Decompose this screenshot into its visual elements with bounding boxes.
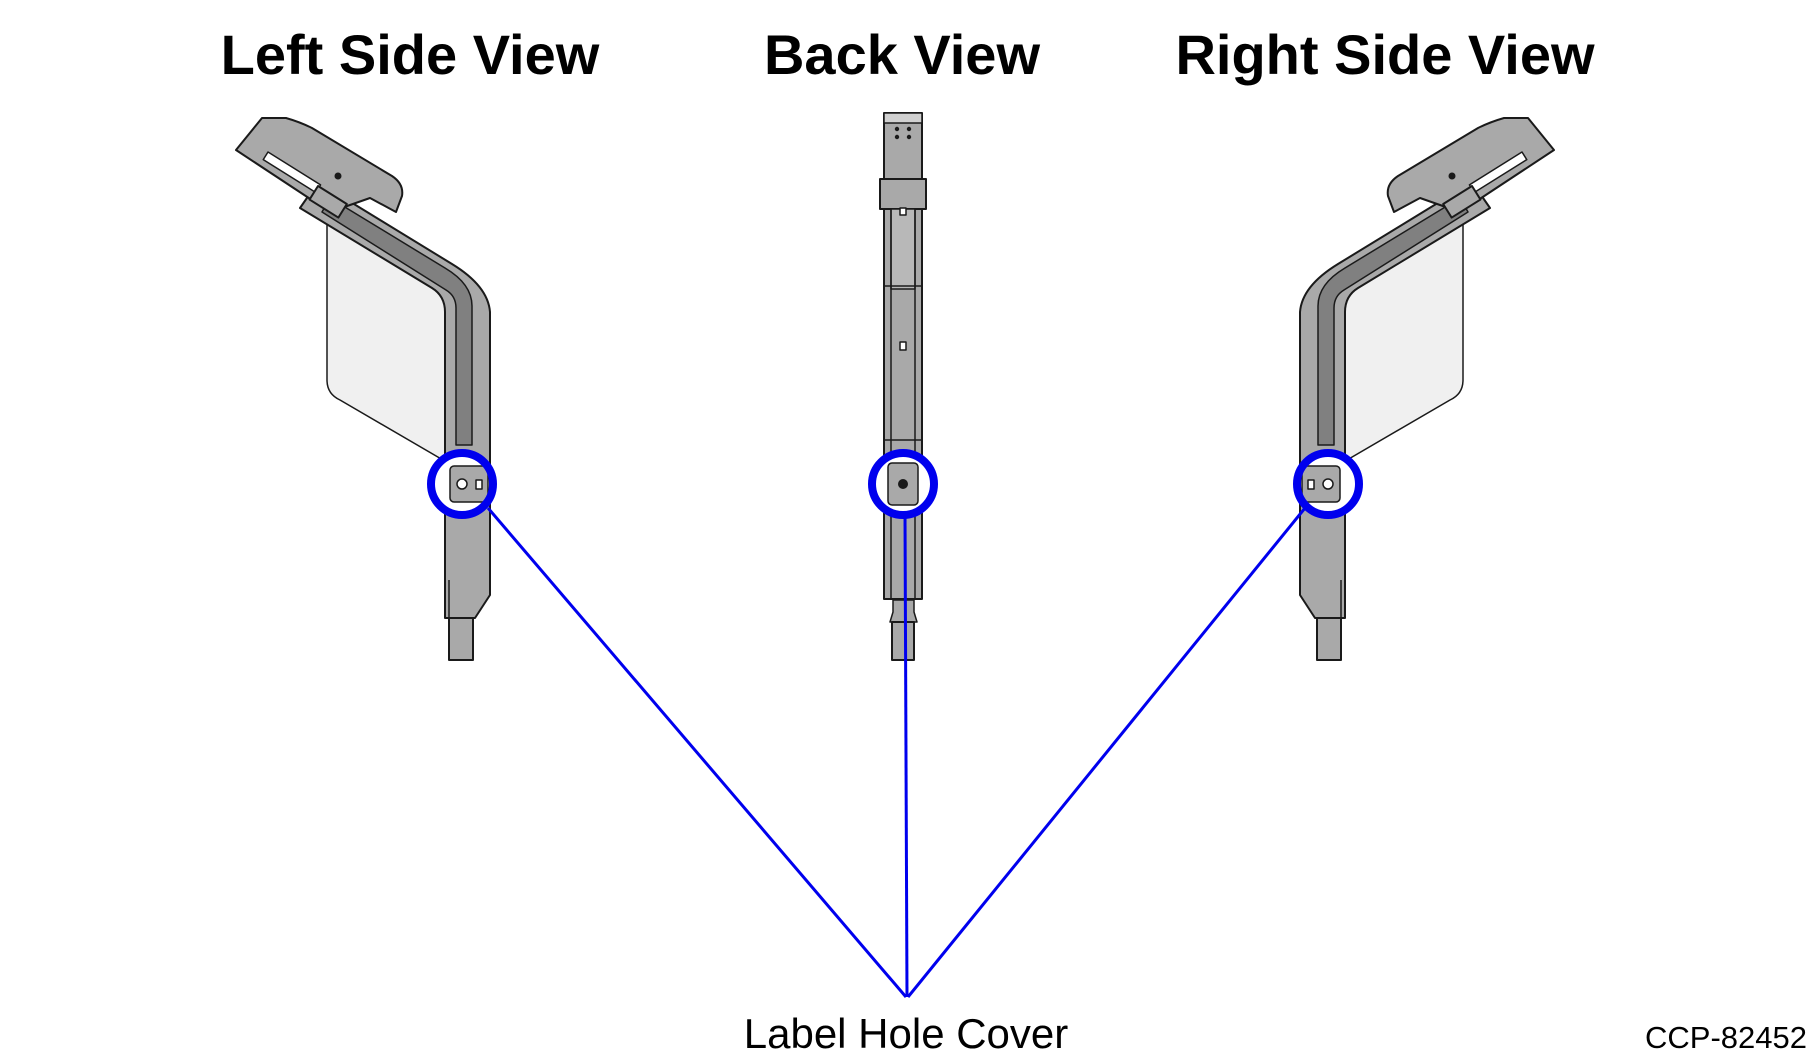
right-hole: [1322, 478, 1334, 490]
right-hole-plate: [1301, 465, 1341, 503]
back-view-title: Back View: [763, 23, 1041, 86]
back-top-dot-3: [894, 134, 900, 140]
left-arm-outer: [299, 181, 491, 619]
right-side-view-illustration: [1298, 117, 1555, 661]
back-top-dot-1: [894, 126, 900, 132]
back-top-block: [883, 112, 923, 180]
callout-circles: [427, 449, 1363, 519]
back-top-dot-2: [906, 126, 912, 132]
left-hole-plate: [449, 465, 489, 503]
back-inner-channel: [890, 208, 916, 290]
highlight-circle-right: [1293, 449, 1363, 519]
right-arm-channel: [1317, 197, 1469, 446]
right-side-view-title: Right Side View: [1175, 23, 1595, 86]
right-head-dot: [1448, 172, 1456, 180]
highlight-circle-left: [427, 449, 497, 519]
right-clamp: [1442, 185, 1482, 219]
leader-line-back: [903, 514, 909, 998]
left-hole: [456, 478, 468, 490]
right-lower-post: [1316, 617, 1342, 661]
back-lower-flare: [889, 599, 918, 623]
right-arm-outer: [1299, 181, 1491, 619]
back-hole: [898, 479, 908, 489]
callout-leaders: [486, 507, 1307, 998]
back-square-2: [899, 341, 907, 351]
left-clamp: [308, 185, 348, 219]
back-top-dot-4: [906, 134, 912, 140]
leader-line-left: [486, 507, 908, 998]
leader-line-right: [906, 507, 1307, 998]
right-head: [1386, 117, 1555, 213]
left-head: [235, 117, 404, 213]
label-hole-cover-callout: Label Hole Cover: [743, 1010, 1069, 1057]
left-lower-post: [448, 617, 474, 661]
back-view-illustration: [873, 112, 933, 661]
left-head-dot: [334, 172, 342, 180]
back-square-1: [899, 207, 907, 216]
left-side-view-illustration: [235, 117, 492, 661]
left-hole-square: [475, 479, 483, 490]
back-top-cap: [883, 112, 923, 124]
back-lower-post: [891, 621, 915, 661]
highlight-circle-back: [868, 449, 938, 519]
left-arm-channel: [321, 197, 473, 446]
back-collar: [879, 178, 927, 210]
left-side-view-title: Left Side View: [220, 23, 600, 86]
figure-id: CCP-82452: [1645, 1020, 1807, 1055]
right-hole-square: [1307, 479, 1315, 490]
